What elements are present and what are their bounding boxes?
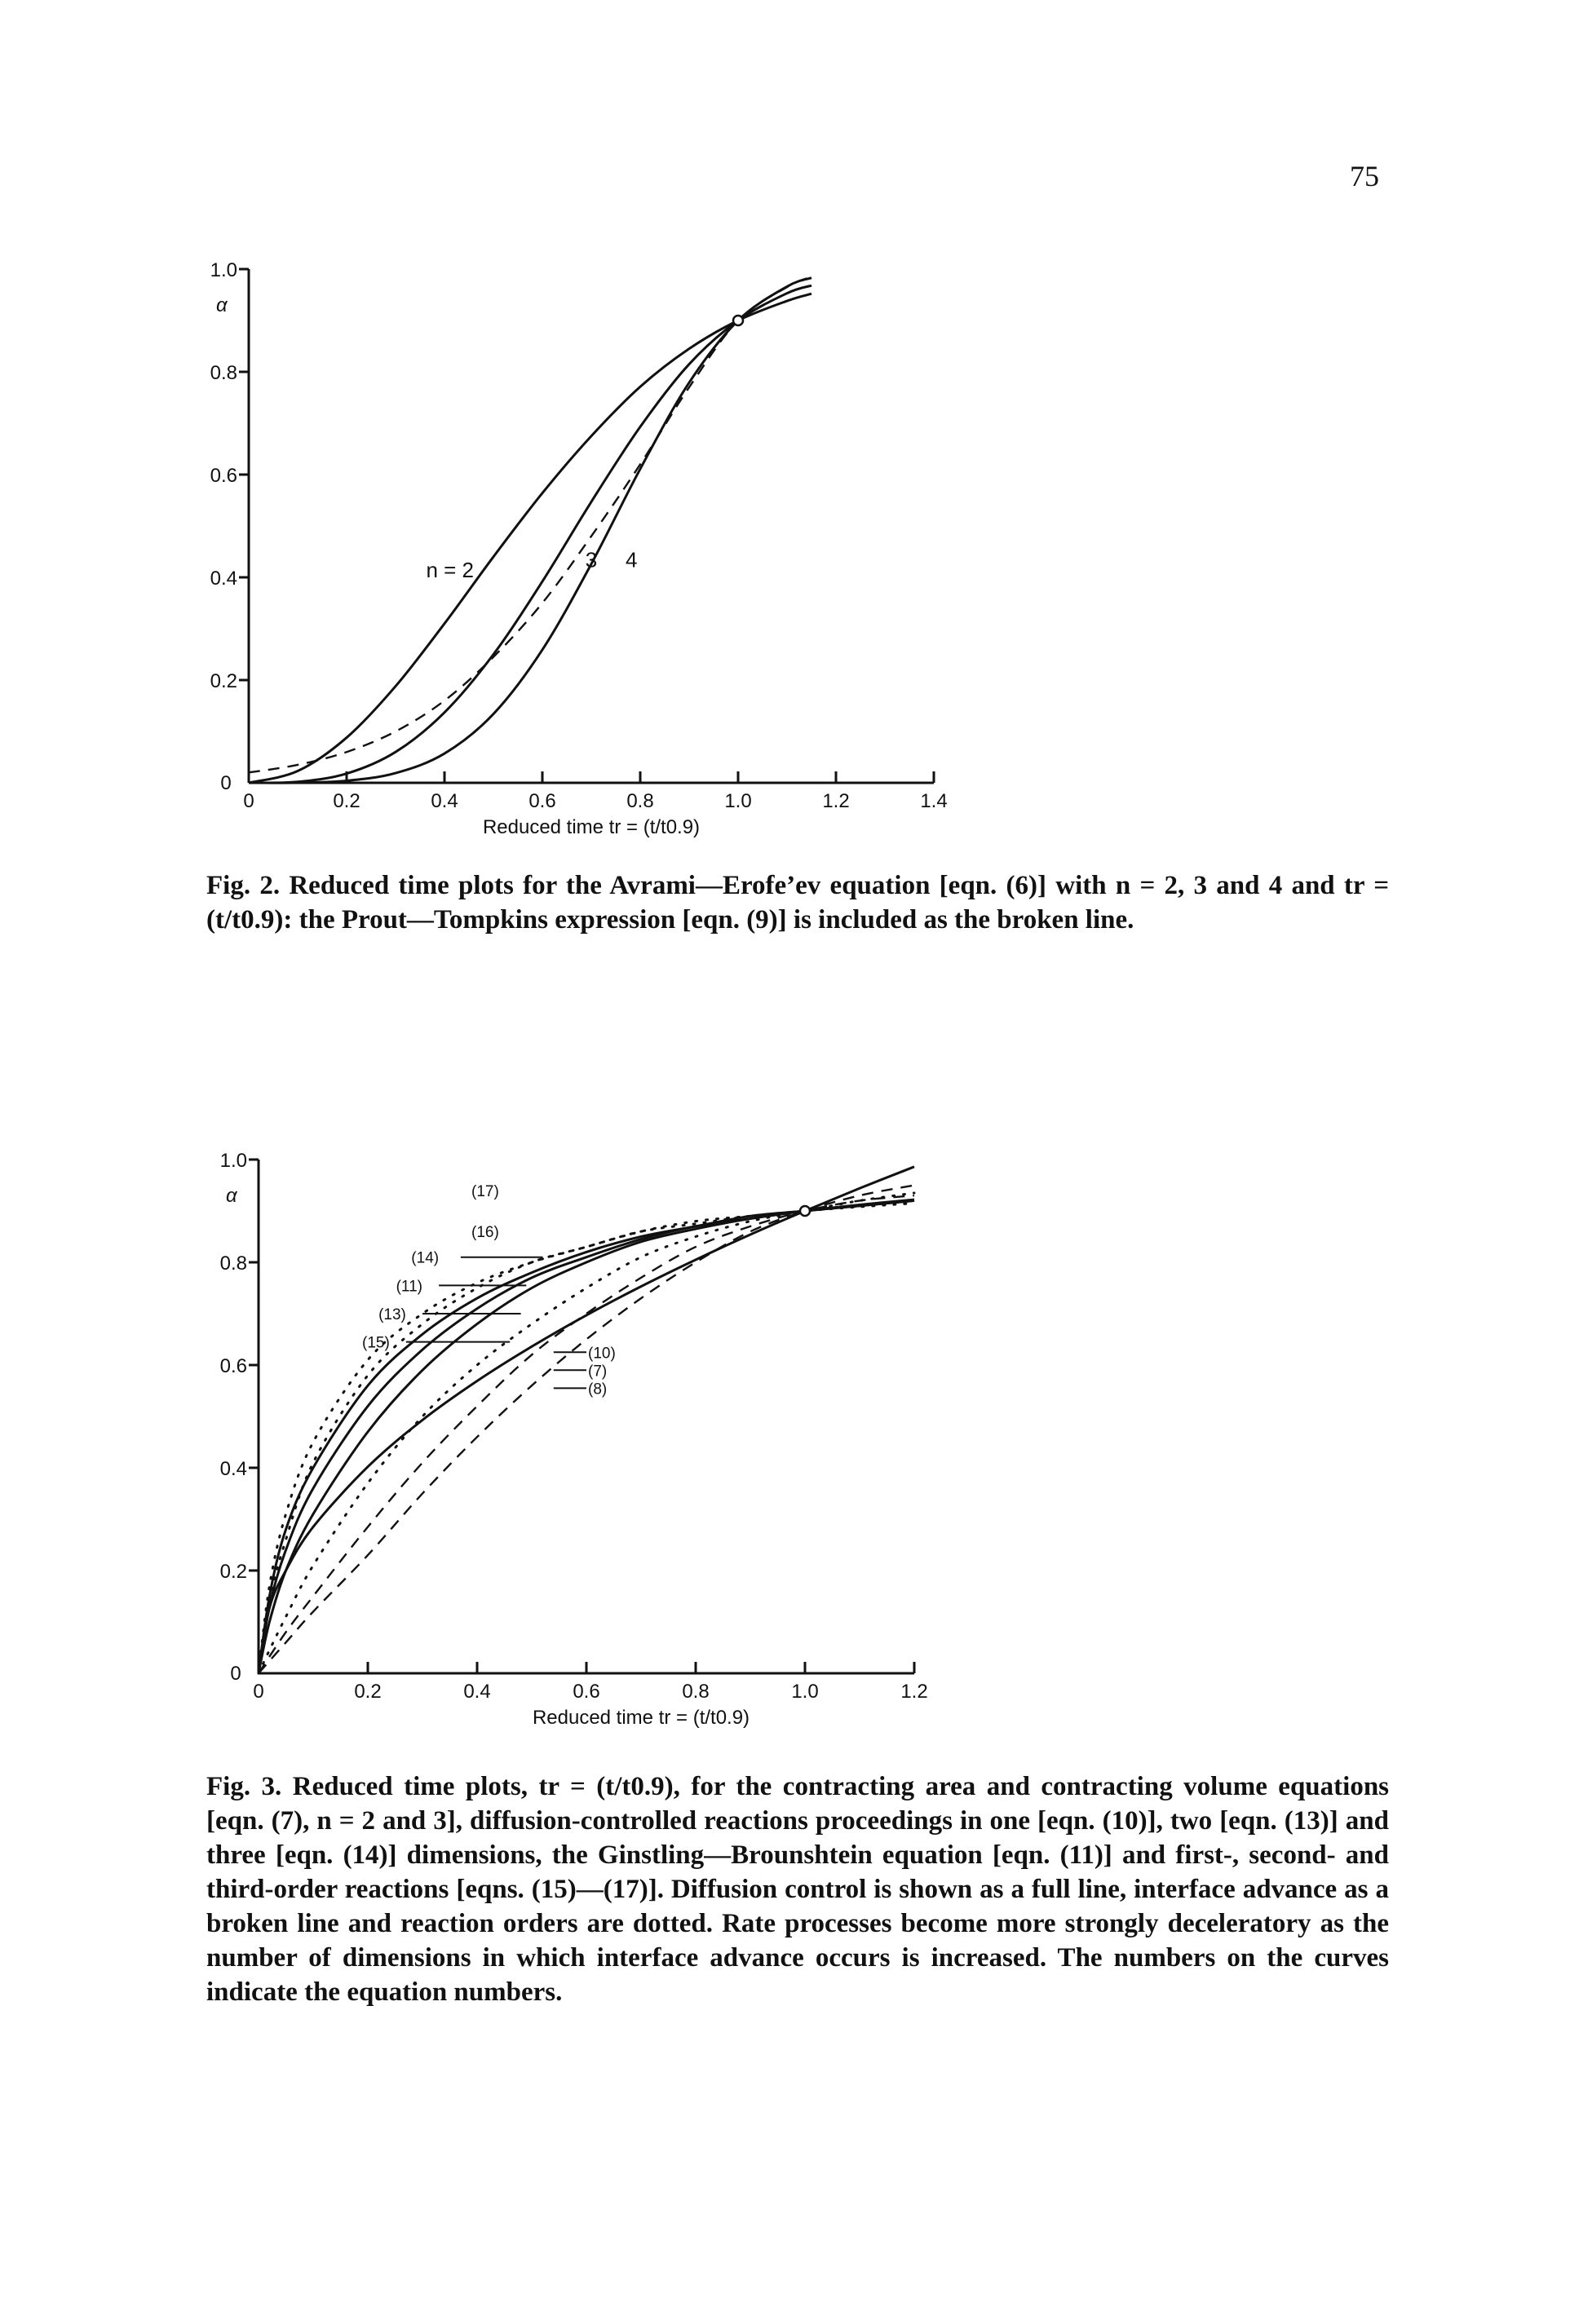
fig2-caption-label: Fig. 2.	[206, 871, 281, 900]
fig3-origin-label: 0	[230, 1663, 241, 1685]
fig2-curve-label: 3	[586, 547, 597, 572]
fig3-caption-text: Reduced time plots, tr = (t/t0.9), for t…	[206, 1772, 1390, 2007]
fig3-caption: Fig. 3. Reduced time plots, tr = (t/t0.9…	[206, 1770, 1389, 2009]
fig2-x-axis-label: Reduced time tr = (t/t0.9)	[483, 816, 700, 838]
fig3-curve-label: (8)	[588, 1381, 607, 1398]
fig3-x-tick-label: 0.4	[463, 1681, 490, 1703]
fig3-curve-label: (13)	[378, 1306, 406, 1323]
fig2-curve-n-2	[248, 292, 812, 784]
fig3-curve-label: (17)	[471, 1183, 499, 1200]
fig3-y-tick-label: 0.8	[220, 1253, 247, 1275]
fig2-caption: Fig. 2. Reduced time plots for the Avram…	[206, 868, 1389, 937]
fig3-x-tick-label: 1.2	[900, 1681, 927, 1703]
fig2-curve-4	[248, 276, 812, 784]
fig3-caption-label: Fig. 3.	[206, 1772, 282, 1801]
fig2-chart: 0 0.2 0.4 0.6 0.8 1.0 1.2 1.4 0.2 0.4 0.6 0.8 1.0 0 αR…	[210, 259, 948, 838]
fig3-x-tick-label: 0.6	[573, 1681, 599, 1703]
fig3-y-tick-label: 0.6	[220, 1355, 247, 1377]
fig3-curve-10	[257, 1165, 915, 1674]
fig2-y-axis-label: α	[216, 294, 228, 316]
fig2-y-tick-label: 0.4	[210, 568, 237, 590]
fig3-intersection-marker	[798, 1204, 811, 1217]
fig2-x-tick-label: 1.2	[822, 790, 849, 812]
fig2-x-tick-label: 0	[243, 790, 254, 812]
fig3-curve-14	[257, 1199, 915, 1674]
fig3-x-tick-label: 1.0	[791, 1681, 818, 1703]
fig3-x-tick-label: 0.2	[354, 1681, 381, 1703]
fig3-y-tick-label: 0.4	[220, 1458, 247, 1480]
fig3-curve-label: (10)	[588, 1345, 616, 1362]
fig2-origin-label: 0	[220, 772, 231, 794]
fig3-x-axis-label: Reduced time tr = (t/t0.9)	[533, 1707, 750, 1729]
fig2-caption-text: Reduced time plots for the Avrami—Erofe’…	[206, 871, 1390, 934]
fig2-x-tick-label: 0.4	[431, 790, 458, 812]
fig3-curve-16	[257, 1202, 916, 1675]
fig3-curve-label: (15)	[362, 1335, 390, 1352]
fig3-y-axis-label: α	[226, 1185, 238, 1207]
fig3-chart: 0 0.2 0.4 0.6 0.8 1.0 1.2 0.2 0.4 0.6 0.8 1.0 0 αRedu…	[220, 1150, 928, 1729]
fig3-curve-label: (14)	[411, 1250, 439, 1267]
fig2-curve-label: n = 2	[426, 558, 474, 582]
fig2-y-tick-label: 0.6	[210, 465, 237, 487]
fig3-y-tick-label: 0.2	[220, 1561, 247, 1583]
fig3-curve-15	[257, 1191, 916, 1675]
fig3-curve-11	[257, 1199, 915, 1674]
fig3-curve-8	[258, 1184, 915, 1674]
fig3-x-tick-label: 0.8	[682, 1681, 709, 1703]
fig2-y-tick-label: 1.0	[210, 259, 237, 281]
fig3-curve-label: (16)	[471, 1224, 499, 1241]
fig2-curve-prout-tompkins	[248, 276, 812, 774]
fig2-x-tick-label: 1.0	[724, 790, 751, 812]
fig3-curve-13	[257, 1198, 915, 1674]
fig3-curve-7	[258, 1194, 915, 1674]
fig2-curve-3	[248, 284, 812, 784]
fig2-x-tick-label: 0.2	[333, 790, 360, 812]
fig3-curve-17	[257, 1199, 916, 1675]
fig2-y-tick-label: 0.2	[210, 670, 237, 692]
fig3-curve-label: (11)	[396, 1278, 422, 1295]
fig2-x-tick-label: 1.4	[920, 790, 947, 812]
fig2-curve-label: 4	[626, 547, 637, 572]
fig2-y-tick-label: 0.8	[210, 362, 237, 384]
page-number: 75	[1350, 160, 1379, 192]
fig2-intersection-marker	[732, 314, 745, 327]
fig2-x-tick-label: 0.8	[626, 790, 653, 812]
fig3-x-tick-label: 0	[253, 1681, 263, 1703]
fig3-y-tick-label: 1.0	[220, 1150, 247, 1172]
fig2-x-tick-label: 0.6	[528, 790, 555, 812]
fig3-curve-label: (7)	[588, 1363, 607, 1380]
